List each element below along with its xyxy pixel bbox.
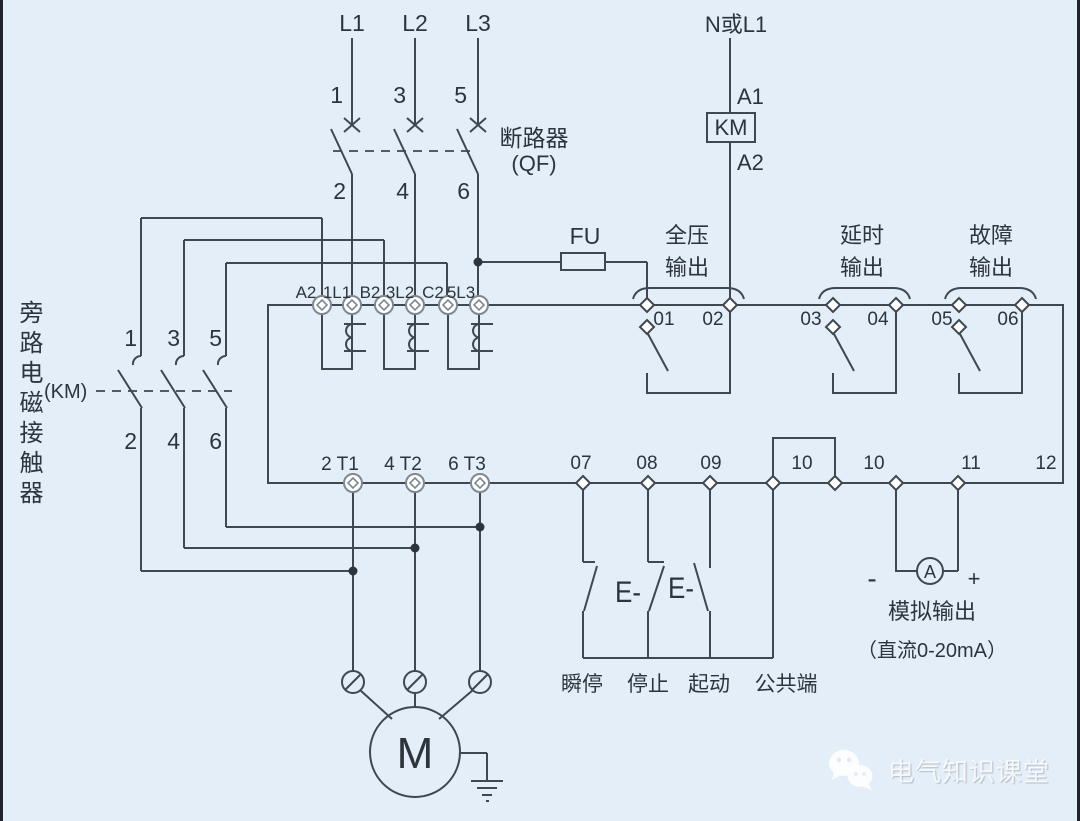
terminal-02: 02	[702, 309, 723, 330]
group1-line1: 全压	[665, 223, 709, 248]
phase-l1-label: L1	[339, 10, 365, 36]
left-edge-bar	[0, 0, 3, 821]
analog-plus: +	[968, 566, 981, 591]
labels: L1 L2 L3 1 3 5 2 4 6 断路器 (QF) N或L1 A1 KM…	[44, 10, 1057, 778]
group2-line2: 输出	[840, 255, 884, 280]
terminal-b2: B2	[360, 283, 381, 302]
fuse-label: FU	[570, 223, 601, 249]
watermark-text: 电气知识课堂	[888, 756, 1051, 787]
common-label: 公共端	[755, 673, 818, 696]
breaker-subtitle: (QF)	[511, 151, 556, 176]
km-pole-1: 1	[124, 325, 137, 351]
bypass-km-label: (KM)	[44, 381, 87, 403]
terminal-2t1: 2 T1	[321, 454, 359, 475]
stop-label: 停止	[627, 673, 669, 696]
analog-output-label: 模拟输出	[888, 599, 976, 624]
fuse-wires	[478, 252, 648, 298]
terminal-5l3: 5L3	[447, 283, 475, 302]
motor-wires	[352, 490, 503, 802]
bypass-contactor-wires	[96, 217, 480, 572]
output-contacts	[632, 287, 1037, 394]
diamond-terminals	[574, 296, 1031, 492]
km-coil-label: KM	[715, 115, 748, 140]
phase-l2-label: L2	[402, 10, 428, 36]
km-coil-a1: A1	[737, 84, 764, 109]
instant-stop-label: 瞬停	[561, 673, 603, 696]
right-edge-bar	[1077, 0, 1080, 821]
terminal-09: 09	[700, 453, 721, 474]
internal-winding-loops	[321, 314, 493, 370]
terminal-a2: A2	[296, 283, 317, 302]
ammeter-letter: A	[924, 562, 936, 582]
motor-letter: M	[397, 729, 434, 778]
start-label: 起动	[688, 673, 730, 696]
terminal-box-10: 10	[791, 453, 812, 474]
motor-screw-terminals	[341, 670, 492, 694]
terminal-03: 03	[800, 309, 821, 330]
group1-line2: 输出	[665, 255, 709, 280]
neutral-label: N或L1	[705, 12, 767, 37]
terminal-1l1: 1L1	[323, 283, 351, 302]
terminal-3l2: 3L2	[386, 283, 414, 302]
km-pole-4: 4	[167, 428, 180, 454]
qf-pole-4: 4	[396, 178, 409, 204]
group2-line1: 延时	[840, 223, 884, 248]
watermark: 电气知识课堂	[826, 740, 1066, 800]
terminal-08: 08	[636, 453, 657, 474]
terminal-06: 06	[997, 309, 1018, 330]
group3-line1: 故障	[969, 223, 1013, 248]
qf-pole-1: 1	[330, 82, 343, 108]
km-pole-2: 2	[124, 428, 137, 454]
km-coil-a2: A2	[737, 150, 764, 175]
terminal-05: 05	[931, 309, 952, 330]
terminal-c2: C2	[422, 283, 444, 302]
analog-output-wires	[895, 490, 959, 585]
analog-range-label: （直流0-20mA）	[857, 639, 1007, 662]
phase-l3-label: L3	[465, 10, 491, 36]
analog-minus: -	[867, 563, 876, 594]
qf-pole-2: 2	[333, 178, 346, 204]
group3-line2: 输出	[969, 255, 1013, 280]
terminal-6t3: 6 T3	[448, 454, 486, 475]
bypass-contactor-label: 旁路电磁接触器	[15, 300, 42, 510]
qf-pole-5: 5	[454, 82, 467, 108]
terminal-07: 07	[570, 453, 591, 474]
km-pole-3: 3	[167, 325, 180, 351]
km-pole-6: 6	[209, 428, 222, 454]
qf-pole-6: 6	[457, 178, 470, 204]
terminal-11: 11	[961, 453, 981, 474]
junction-dots	[348, 257, 485, 576]
terminal-12: 12	[1035, 453, 1056, 474]
soft-starter-box	[267, 304, 1064, 484]
breaker-qf-wires	[330, 38, 487, 296]
pushbutton-actuator-1: E-	[615, 576, 641, 609]
terminal-04: 04	[867, 309, 889, 330]
qf-pole-3: 3	[393, 82, 406, 108]
control-button-wires	[582, 437, 836, 659]
terminal-4t2: 4 T2	[384, 454, 422, 475]
km-pole-5: 5	[209, 325, 222, 351]
pushbutton-actuator-2: E-	[668, 572, 694, 605]
screw-terminals	[312, 295, 490, 493]
breaker-title: 断路器	[500, 125, 569, 151]
terminal-01: 01	[653, 309, 674, 330]
km-coil-wires	[706, 38, 756, 300]
wechat-icon	[829, 750, 873, 790]
terminal-10: 10	[863, 453, 884, 474]
